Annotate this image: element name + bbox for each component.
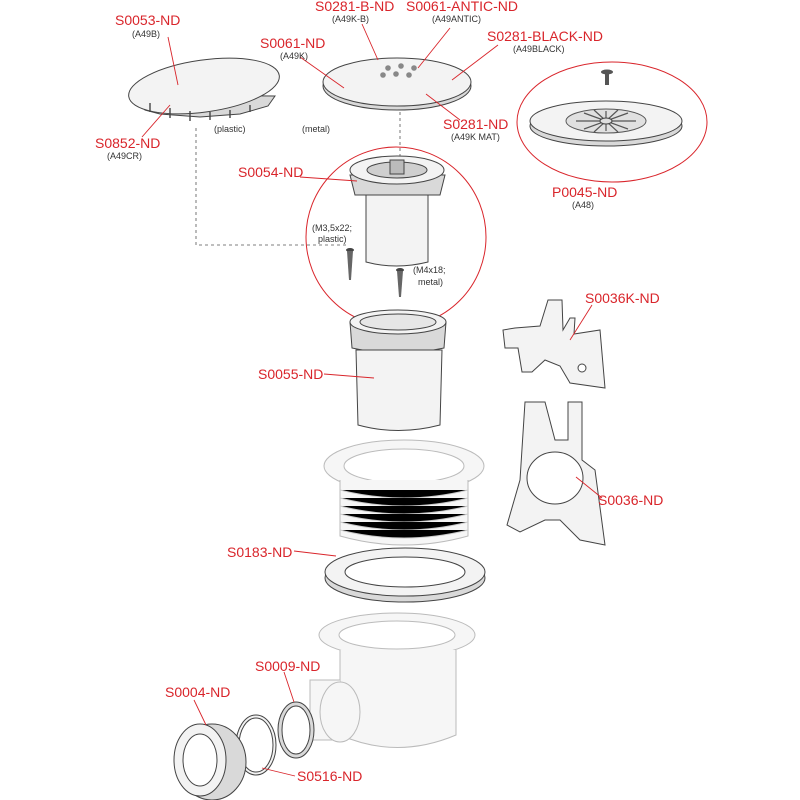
s0036-key-part <box>506 401 606 546</box>
label-s0061-sub: (A49K) <box>280 51 308 61</box>
leader-s0852 <box>141 104 171 138</box>
leader-s0061 <box>299 56 345 89</box>
label-s0281b-sub: (A49K-B) <box>332 14 369 24</box>
label-screw-plastic-line2: plastic) <box>318 234 347 244</box>
label-screw-metal-line1: (M4x18; <box>413 265 446 275</box>
s0009-ring-part <box>277 701 315 759</box>
label-s0053-code: S0053-ND <box>115 12 180 28</box>
label-s0183-code: S0183-ND <box>227 544 292 560</box>
leader-s0053 <box>167 36 179 86</box>
metal-screw <box>396 268 404 297</box>
leader-s0054 <box>299 176 358 182</box>
label-s0516-code: S0516-ND <box>297 768 362 784</box>
grate-screw <box>601 69 613 85</box>
highlight-circle-p0045 <box>516 61 708 183</box>
leader-s0009 <box>283 671 295 703</box>
threaded-flange-part <box>323 439 485 546</box>
leader-s0281 <box>425 93 461 121</box>
s0004-nut-part <box>173 723 247 800</box>
leader-s0516 <box>261 767 296 777</box>
plastic-cover-part <box>128 57 280 121</box>
label-s0055-code: S0055-ND <box>258 366 323 382</box>
label-s0281black-code: S0281-BLACK-ND <box>487 28 603 44</box>
label-s0281-code: S0281-ND <box>443 116 508 132</box>
label-s0004-code: S0004-ND <box>165 684 230 700</box>
label-p0045-code: P0045-ND <box>552 184 617 200</box>
s0036k-key-part <box>502 299 606 389</box>
leader-s0055 <box>323 373 375 379</box>
label-screw-plastic-line1: (M3,5x22; <box>312 223 352 233</box>
grate-part <box>529 69 683 147</box>
leader-s0183 <box>293 550 337 557</box>
leader-s0036k <box>569 304 593 341</box>
leader-s0004 <box>193 699 207 726</box>
label-p0045-sub: (A48) <box>572 200 594 210</box>
s0516-ring-part <box>235 714 277 776</box>
label-s0061antic-sub: (A49ANTIC) <box>432 14 481 24</box>
leader-s0281b <box>361 23 379 61</box>
label-s0281b-code: S0281-B-ND <box>315 0 394 14</box>
insert-part <box>346 155 446 297</box>
plastic-screw <box>346 248 354 280</box>
label-s0852-sub: (A49CR) <box>107 151 142 161</box>
label-s0852-code: S0852-ND <box>95 135 160 151</box>
label-metal-note: (metal) <box>302 124 330 134</box>
leader-s0061antic <box>417 27 451 69</box>
label-s0061antic-code: S0061-ANTIC-ND <box>406 0 518 14</box>
s0183-gasket-part <box>324 547 486 603</box>
label-s0053-sub: (A49B) <box>132 29 160 39</box>
label-s0009-code: S0009-ND <box>255 658 320 674</box>
label-s0281black-sub: (A49BLACK) <box>513 44 565 54</box>
assembly-line-cover-to-screw <box>195 128 348 246</box>
label-plastic-note: (plastic) <box>214 124 246 134</box>
leader-s0036 <box>575 476 603 499</box>
metal-cover-part <box>322 57 472 111</box>
label-screw-metal-line2: metal) <box>418 277 443 287</box>
label-s0281-sub: (A49K MAT) <box>451 132 500 142</box>
leader-s0281black <box>451 44 499 81</box>
label-s0036k-code: S0036K-ND <box>585 290 660 306</box>
drain-body-part <box>309 612 476 748</box>
label-s0054-code: S0054-ND <box>238 164 303 180</box>
label-s0061-code: S0061-ND <box>260 35 325 51</box>
s0055-body-part <box>349 309 447 431</box>
label-s0036-code: S0036-ND <box>598 492 663 508</box>
